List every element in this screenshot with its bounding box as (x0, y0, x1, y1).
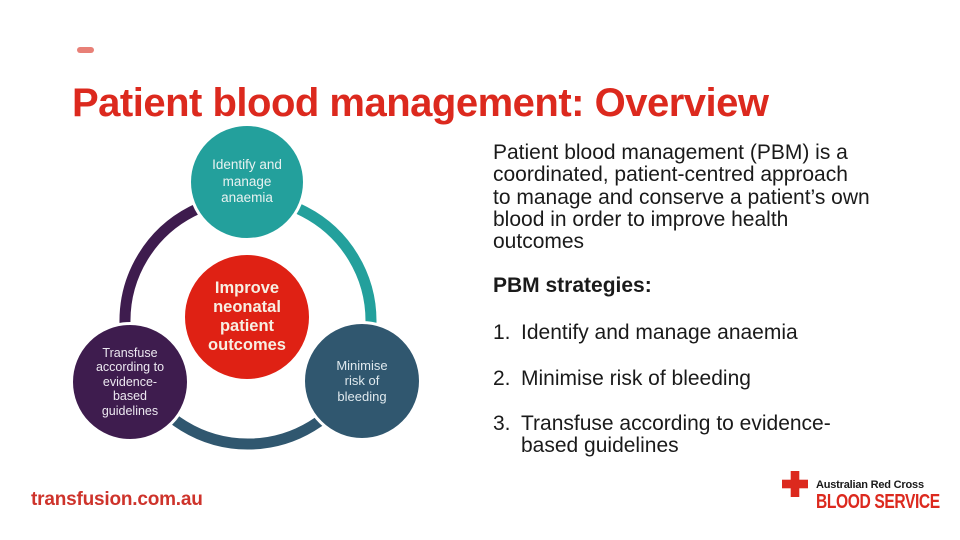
strategy-text: Transfuse according to evidence- based g… (521, 412, 831, 458)
strategies-heading: PBM strategies: (493, 274, 652, 298)
red-cross-icon (782, 471, 808, 497)
circle-identify-anaemia: Identify and manage anaemia (188, 123, 306, 241)
website-text: transfusion.com.au (31, 489, 203, 510)
strategy-number: 2. (493, 366, 511, 390)
circle-transfuse-guidelines: Transfuse according to evidence- based g… (70, 322, 190, 442)
strategy-text: Minimise risk of bleeding (521, 366, 751, 390)
strategy-text: Identify and manage anaemia (521, 321, 798, 345)
circle-label: Transfuse according to evidence- based g… (95, 345, 165, 418)
circle-improve-outcomes: Improve neonatal patient outcomes (182, 252, 312, 382)
strategy-number: 1. (493, 321, 511, 345)
strategies-list: 1. Identify and manage anaemia 2. Minimi… (493, 322, 931, 457)
intro-paragraph: Patient blood management (PBM) is a coor… (493, 141, 870, 254)
strategy-item: 1. Identify and manage anaemia (493, 321, 931, 345)
strategy-item: 2. Minimise risk of bleeding (493, 366, 931, 390)
strategy-number: 3. (493, 412, 511, 436)
cycle-ring (119, 192, 377, 450)
pbm-cycle-diagram: Identify and manage anaemia Improve neon… (70, 123, 422, 450)
redcross-logo: Australian Red Cross BLOOD SERVICE (782, 470, 947, 515)
circle-label: Improve neonatal patient outcomes (208, 279, 286, 354)
logo-service-name: BLOOD SERVICE (816, 491, 940, 513)
circle-minimise-bleeding: Minimise risk of bleeding (302, 321, 422, 441)
red-smudge-artifact (77, 47, 94, 53)
content-column: Patient blood management (PBM) is a coor… (493, 141, 931, 481)
page-title: Patient blood management: Overview (72, 80, 769, 125)
strategy-item: 3. Transfuse according to evidence- base… (493, 413, 931, 458)
logo-org-name: Australian Red Cross (816, 479, 924, 491)
circle-label: Minimise risk of bleeding (336, 357, 388, 404)
circle-label: Identify and manage anaemia (212, 157, 282, 206)
